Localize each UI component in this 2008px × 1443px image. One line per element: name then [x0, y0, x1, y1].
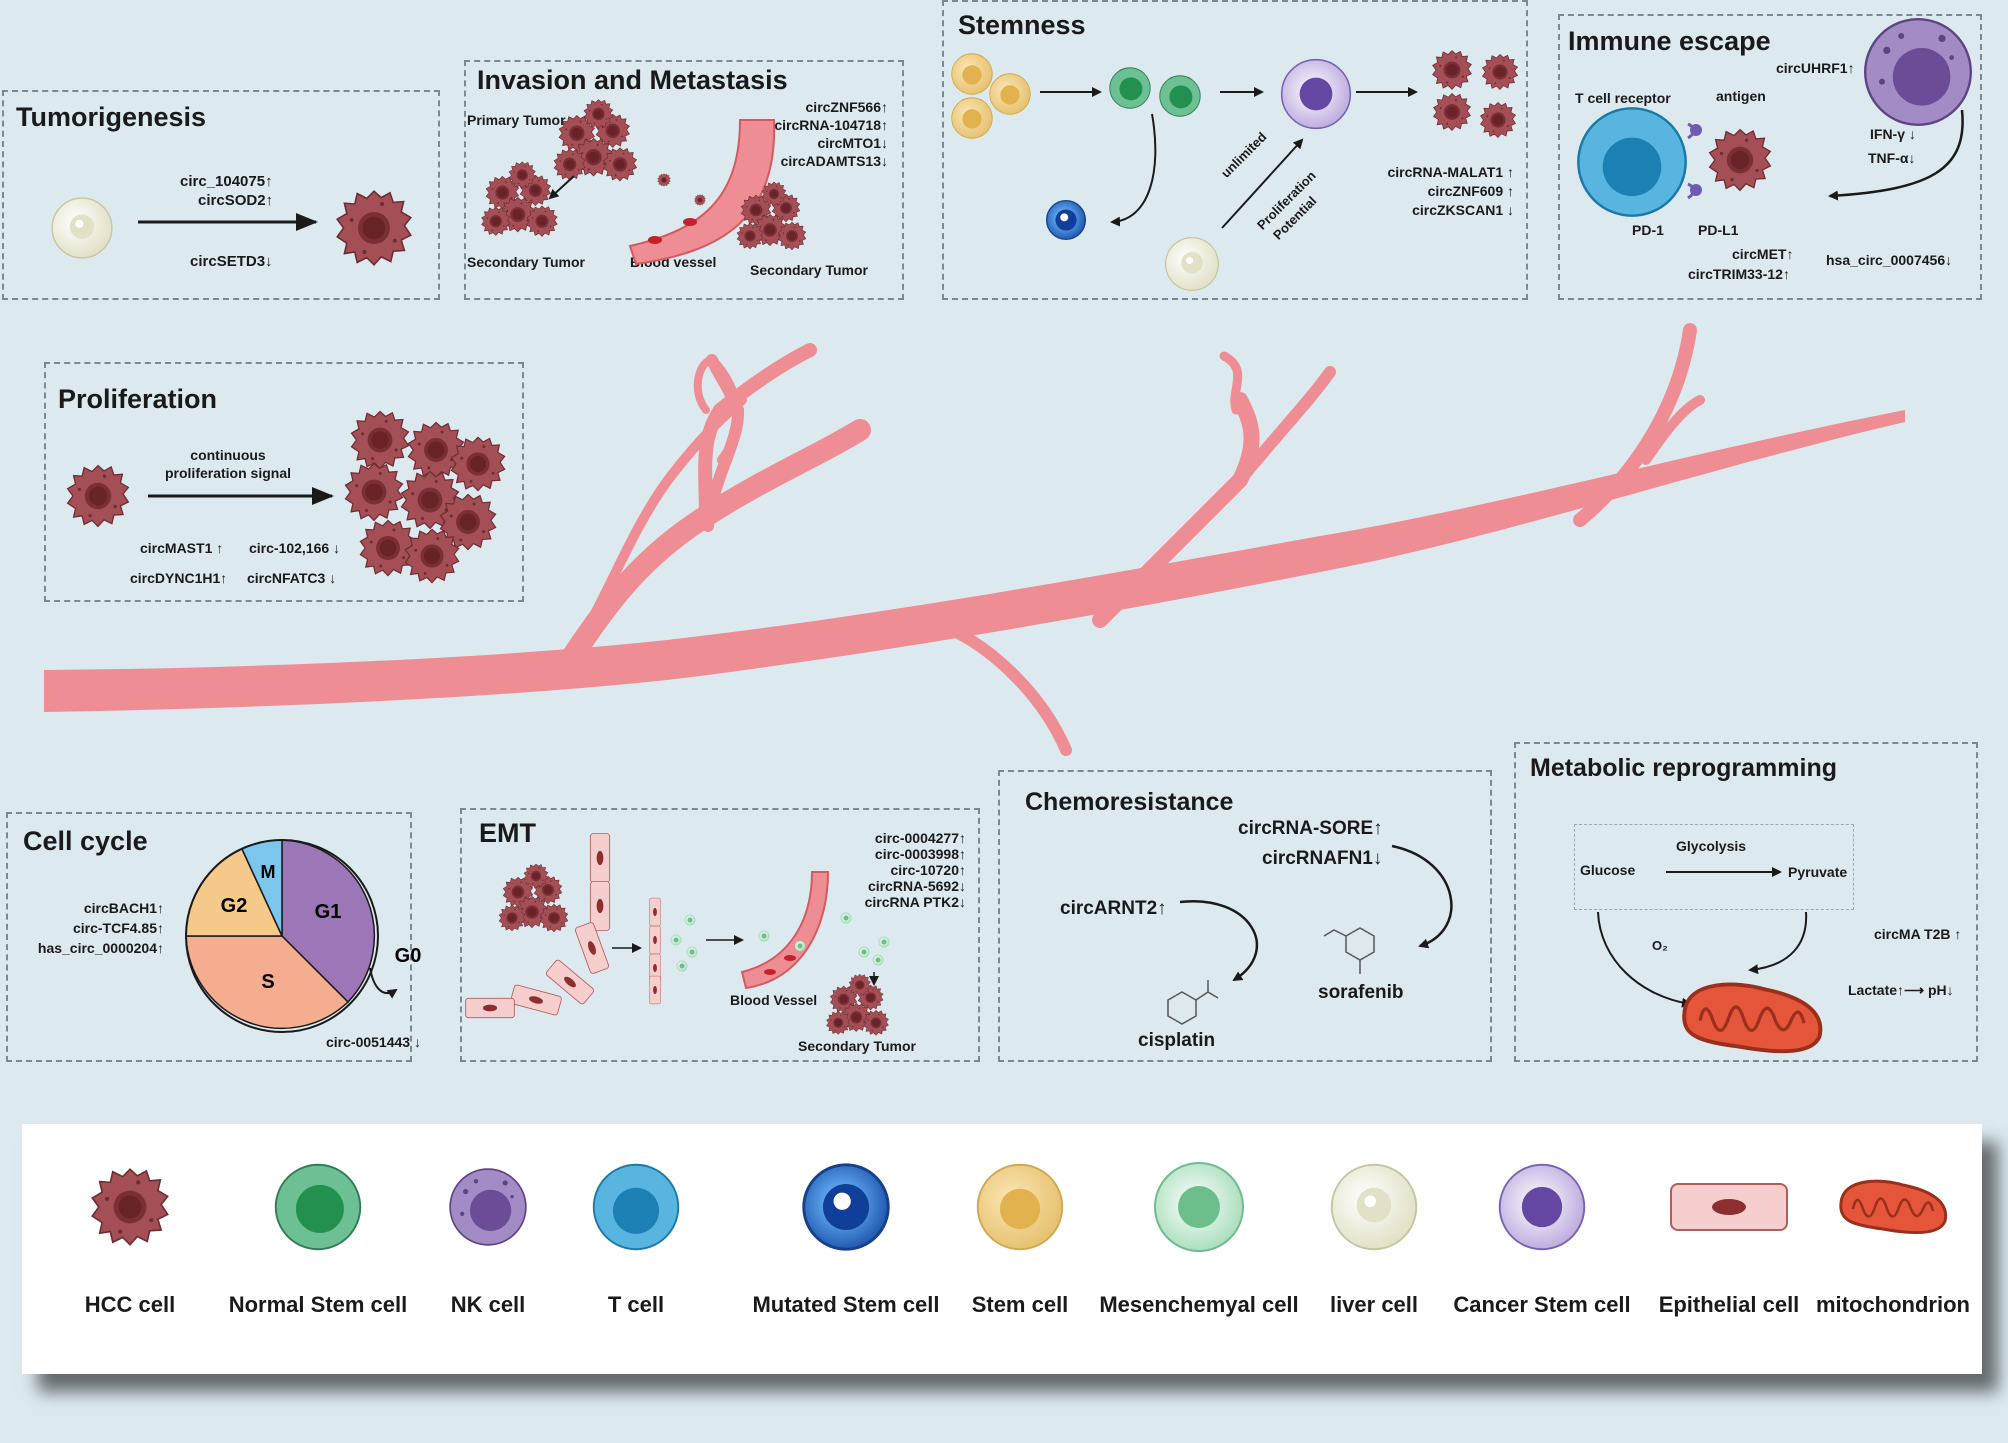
- legend-label: Mutated Stem cell: [752, 1292, 940, 1317]
- circ-label: circRNA-SORE↑: [1238, 818, 1383, 839]
- panel-title: Tumorigenesis: [16, 102, 207, 132]
- circ-label-list: circZNF566↑ circRNA-104718↑ circMTO1↓ ci…: [774, 99, 888, 169]
- panel-title: Cell cycle: [23, 826, 148, 856]
- legend-item-t-cell: T cell: [556, 1124, 716, 1374]
- legend-item-liver-cell: liver cell: [1294, 1124, 1454, 1374]
- legend-label: HCC cell: [84, 1292, 176, 1317]
- panel-title: Stemness: [958, 10, 1086, 40]
- legend-item-normal-stem-cell: Normal Stem cell: [198, 1124, 438, 1374]
- circ-label: circ-102,166 ↓: [249, 540, 341, 556]
- primary-tumor-label: Primary Tumor: [467, 112, 566, 128]
- panel-cell-cycle: [6, 812, 412, 1062]
- circ-label: circDYNC1H1↑: [130, 570, 228, 586]
- t-cell-icon: [592, 1163, 680, 1251]
- panel-title: Immune escape: [1568, 26, 1771, 56]
- legend-label: mitochondrion: [1816, 1292, 1970, 1317]
- circ-label: hsa_circ_0007456↓: [1826, 252, 1953, 268]
- panel-invasion: [464, 60, 904, 300]
- panel-title: Metabolic reprogramming: [1530, 754, 1837, 782]
- antigen-label: antigen: [1716, 88, 1766, 104]
- circ-label: circRNAFN1↓: [1262, 848, 1383, 869]
- normal-stem-cell-icon: [274, 1163, 362, 1251]
- circ-label: circNFATC3 ↓: [247, 570, 337, 586]
- panel-emt: [460, 808, 980, 1062]
- panel-title: Proliferation: [58, 384, 218, 414]
- mutated-stem-cell-icon: [802, 1163, 890, 1251]
- secondary-tumor-label: Secondary Tumor: [798, 1038, 916, 1054]
- legend-item-mutated-stem-cell: Mutated Stem cell: [726, 1124, 966, 1374]
- legend-label: liver cell: [1329, 1292, 1419, 1317]
- circ-label: circ-0051443 ↓: [326, 1034, 421, 1050]
- legend-item-nk-cell: NK cell: [408, 1124, 568, 1374]
- pyruvate-label: Pyruvate: [1788, 864, 1848, 880]
- panel-immune-escape: [1558, 14, 1982, 300]
- cancer-stem-cell-icon: [1498, 1163, 1586, 1251]
- glycolysis-box: [1574, 824, 1854, 910]
- circ-label: circMA T2B ↑: [1874, 926, 1962, 942]
- legend-item-mitochondrion: mitochondrion: [1808, 1124, 1978, 1374]
- circ-label-list: circRNA-MALAT1 ↑ circZNF609 ↑ circZKSCAN…: [1387, 164, 1514, 218]
- pdl1-label: PD-L1: [1698, 222, 1739, 238]
- tnf-label: TNF-α↓: [1868, 150, 1916, 166]
- o2-label: O₂: [1652, 938, 1668, 953]
- t-cell-receptor-label: T cell receptor: [1575, 90, 1671, 106]
- glycolysis-label: Glycolysis: [1676, 838, 1747, 854]
- glucose-label: Glucose: [1580, 862, 1636, 878]
- blood-vessel-label: Blood Vessel: [730, 992, 818, 1008]
- circ-label: circMAST1 ↑: [140, 540, 224, 556]
- secondary-tumor-label: Secondary Tumor: [750, 262, 868, 278]
- mesenchymal-cell-icon: [1154, 1162, 1244, 1252]
- panel-proliferation: [44, 362, 524, 602]
- lactate-ph-label: Lactate↑⟶ pH↓: [1848, 982, 1954, 998]
- panel-title: Invasion and Metastasis: [477, 65, 788, 95]
- circ-label-list: circ-0004277↑ circ-0003998↑ circ-10720↑ …: [864, 830, 966, 910]
- pd1-label: PD-1: [1632, 222, 1664, 238]
- legend-item-hcc-cell: HCC cell: [50, 1124, 210, 1374]
- circ-label: circSOD2↑: [198, 192, 274, 209]
- legend-label: Epithelial cell: [1658, 1292, 1800, 1317]
- circ-label: circUHRF1↑: [1776, 60, 1855, 76]
- legend-label: Normal Stem cell: [228, 1292, 408, 1317]
- nk-cell-icon: [449, 1168, 527, 1246]
- legend-label: Stem cell: [971, 1292, 1069, 1317]
- circ-label: circMET↑: [1732, 246, 1794, 262]
- legend-label: Mesenchemyal cell: [1099, 1292, 1299, 1317]
- circ-label: circTRIM33-12↑: [1688, 266, 1790, 282]
- ifn-label: IFN-γ ↓: [1870, 126, 1916, 142]
- circ-label: circARNT2↑: [1060, 898, 1167, 919]
- circ-label: circSETD3↓: [190, 253, 273, 270]
- hcc-cell-icon: [91, 1168, 169, 1246]
- epithelial-cell-icon: [1670, 1183, 1788, 1231]
- legend-panel: HCC cell Normal Stem cell NK cell T cell…: [22, 1124, 1982, 1374]
- circ-label-list: circBACH1↑ circ-TCF4.85↑ has_circ_000020…: [37, 900, 164, 956]
- legend-item-cancer-stem-cell: Cancer Stem cell: [1422, 1124, 1662, 1374]
- secondary-tumor-label: Secondary Tumor: [467, 254, 585, 270]
- cisplatin-label: cisplatin: [1138, 1030, 1216, 1051]
- panel-tumorigenesis: [2, 90, 440, 300]
- legend-item-stem-cell: Stem cell: [940, 1124, 1100, 1374]
- legend-label: T cell: [607, 1292, 665, 1317]
- blood-vessel-label: Blood vessel: [630, 254, 717, 270]
- circ-label: circ_104075↑: [180, 173, 273, 190]
- panel-title: EMT: [479, 818, 536, 848]
- panel-metabolic: [1514, 742, 1978, 1062]
- panel-stemness: [942, 0, 1528, 300]
- legend-item-mesenchymal-cell: Mesenchemyal cell: [1074, 1124, 1324, 1374]
- panel-title: Chemoresistance: [1025, 788, 1234, 816]
- mitochondrion-icon: [1839, 1179, 1948, 1235]
- sorafenib-label: sorafenib: [1318, 982, 1404, 1003]
- legend-label: Cancer Stem cell: [1453, 1292, 1631, 1317]
- legend-item-epithelial-cell: Epithelial cell: [1634, 1124, 1824, 1374]
- legend-label: NK cell: [450, 1292, 526, 1317]
- panel-chemoresistance: [998, 770, 1492, 1062]
